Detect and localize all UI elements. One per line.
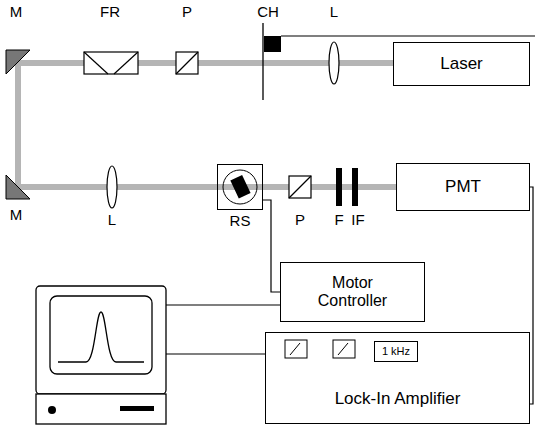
wire [166,304,280,305]
polarizer [176,52,198,74]
part-label: L [108,212,116,227]
part-label: P [182,4,192,19]
node-label: RS [230,212,251,229]
polarizer [289,176,311,198]
part-label: IF [351,212,364,227]
controller-box: Motor Controller [280,262,425,322]
part-label: CH [257,4,279,19]
rotating-sample [223,170,257,204]
node-label: Laser [440,54,483,74]
frequency-box: 1 kHz [374,341,418,362]
meter [333,340,355,358]
faraday-rotator [84,52,138,74]
part-label: F [334,212,343,227]
laser-box: Laser [393,42,530,86]
wire [166,353,265,354]
part-label: L [330,4,338,19]
lens [329,42,339,84]
part-label: P [295,212,305,227]
amplifier-box: Lock-In Amplifier 1 kHz [265,332,530,424]
chopper [263,23,535,100]
node-label: 1 kHz [382,345,410,358]
meter [285,340,307,358]
detector-box: PMT [396,163,530,211]
computer [36,286,166,424]
filter [336,168,342,206]
part-label: M [10,207,23,222]
part-label: M [10,4,23,19]
lens [107,166,117,208]
node-label: Motor Controller [298,274,408,311]
mirror [6,50,30,74]
mirror [6,175,30,199]
signal-cable [530,187,533,404]
part-label: FR [100,4,120,19]
interference-filter [352,168,358,206]
sample-box: RS [217,164,263,210]
node-label: PMT [445,177,481,197]
signal-cable [263,200,280,292]
node-label: Lock-In Amplifier [266,389,529,409]
